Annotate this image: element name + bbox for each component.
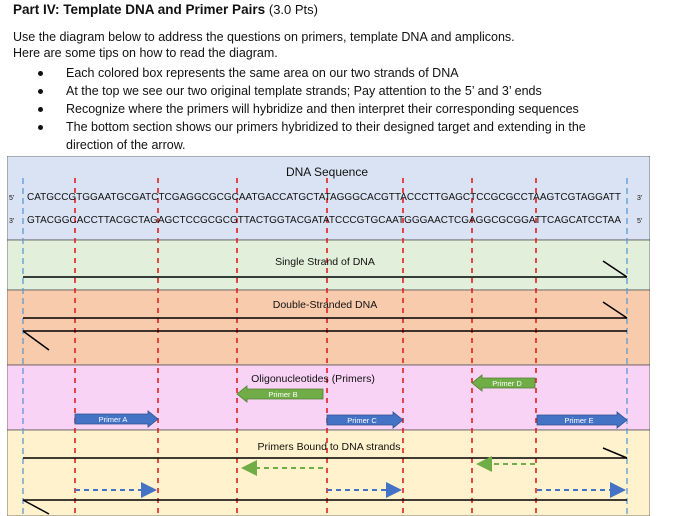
dna-primer-diagram: DNA Sequence 5’ CATGCCGTGGAATGCGATCTCGAG… [7,156,650,516]
bullet-dot [38,107,43,112]
dna-sequence-band [7,156,650,241]
top-strand-right-end: 3’ [637,195,643,202]
double-strand-band [7,289,650,366]
primer-c-arrow: Primer C [326,411,404,429]
single-strand-end-tick [602,260,628,278]
intro-line-2: Here are some tips on how to read the di… [13,46,278,60]
bullet-item: The bottom section shows our primers hyb… [66,120,586,134]
single-strand-label: Single Strand of DNA [275,256,375,268]
dna-sequence-title: DNA Sequence [286,165,368,179]
single-strand-band [7,239,650,291]
primer-c-shape [326,411,404,429]
primer-a-shape [74,410,159,428]
bound-primers-band [7,429,650,516]
double-strand-bottom-end-tick [22,330,50,351]
primer-c-label: Primer C [347,416,377,425]
section-heading: Part IV: Template DNA and Primer Pairs (… [13,2,318,17]
red-guide-lines [74,178,537,516]
bound-primers-label: Primers Bound to DNA strands [258,441,401,453]
bullet-dot [38,71,43,76]
section-points: (3.0 Pts) [268,2,318,17]
bottom-strand-left-end: 3’ [9,218,15,225]
primer-a-label: Primer A [99,415,128,424]
bullet-dot [38,89,43,94]
bullet-item: Each colored box represents the same are… [66,66,459,80]
double-strand-top-end-tick [602,301,628,319]
section-title: Part IV: Template DNA and Primer Pairs [13,2,266,17]
top-strand-sequence: CATGCCGTGGAATGCGATCTCGAGGCGCGCAATGACCATG… [27,192,622,203]
primer-b-shape [236,385,324,403]
bound-top-strand-end-tick [602,447,628,459]
bullet-dot [38,125,43,130]
primer-b-label: Primer B [268,390,297,399]
double-strand-label: Double-Stranded DNA [273,299,377,311]
bullet-item: At the top we see our two original templ… [66,84,542,98]
intro-line-1: Use the diagram below to address the que… [13,30,515,44]
primer-a-arrow: Primer A [74,410,159,428]
bullet-item-continued: direction of the arrow. [66,138,186,152]
bullet-item: Recognize where the primers will hybridi… [66,102,579,116]
oligonucleotides-label: Oligonucleotides (Primers) [251,373,375,385]
primer-e-shape [536,411,628,429]
blue-guide-lines [22,178,628,516]
primer-d-shape [471,374,536,392]
primer-d-arrow: Primer D [471,374,536,392]
primer-d-label: Primer D [492,379,522,388]
top-strand-left-end: 5’ [9,195,15,202]
primer-e-arrow: Primer E [536,411,628,429]
primer-e-label: Primer E [564,416,593,425]
bottom-strand-sequence: GTACGGCACCTTACGCTAGAGCTCCGCGCGTTACTGGTAC… [27,215,621,226]
bottom-strand-right-end: 5’ [637,218,643,225]
primer-b-arrow: Primer B [236,385,324,403]
